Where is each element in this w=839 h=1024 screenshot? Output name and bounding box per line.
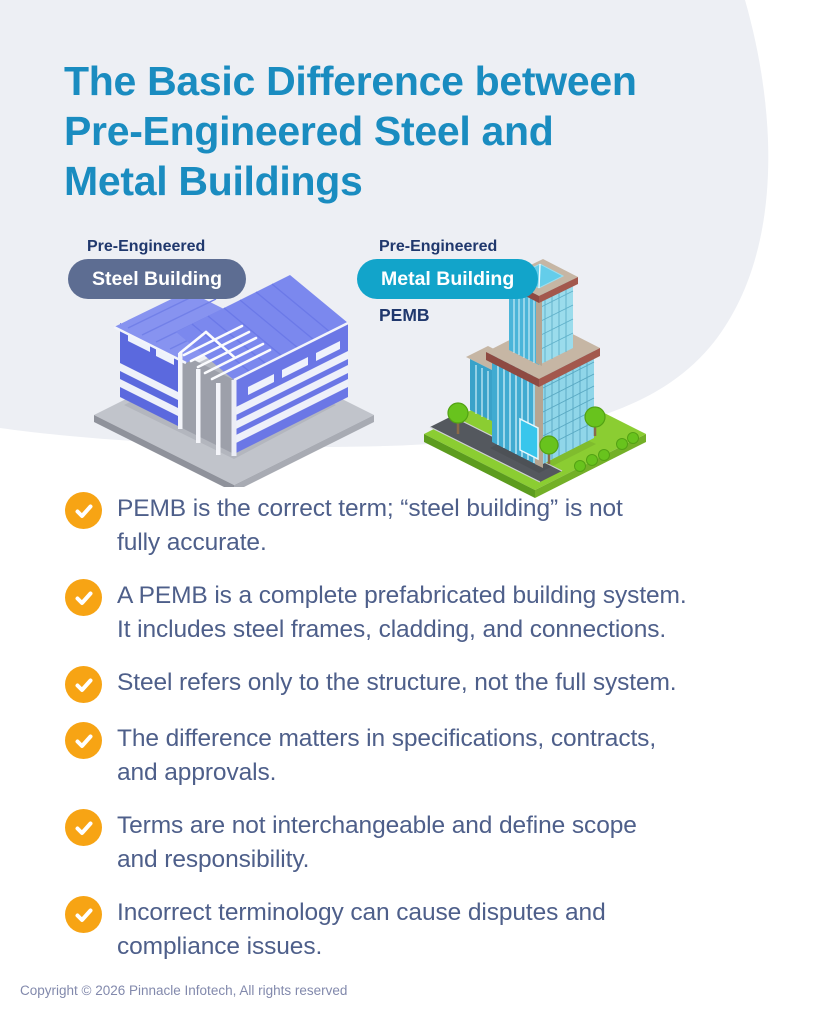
bullet-item: Steel refers only to the structure, not … — [65, 666, 789, 703]
metal-building-pill-label: Metal Building — [381, 267, 515, 290]
check-icon — [65, 579, 102, 616]
check-icon — [65, 722, 102, 759]
bullet-item: Incorrect terminology can cause disputes… — [65, 896, 789, 964]
bullet-item: Terms are not interchangeable and define… — [65, 809, 789, 877]
page-title: The Basic Difference between Pre-Enginee… — [64, 58, 637, 204]
check-icon — [65, 809, 102, 846]
bullet-text: Incorrect terminology can cause disputes… — [117, 899, 606, 960]
bullet-text: PEMB is the correct term; “steel buildin… — [117, 495, 623, 556]
bullet-text: Terms are not interchangeable and define… — [117, 812, 637, 873]
tree-icons — [447, 402, 639, 472]
bullet-item: The difference matters in specifications… — [65, 722, 789, 790]
metal-building-pill: Metal Building — [357, 259, 539, 299]
bullet-text: Steel refers only to the structure, not … — [117, 669, 677, 696]
check-icon — [65, 492, 102, 529]
steel-eyebrow-label: Pre-Engineered — [87, 238, 206, 255]
bullet-list: PEMB is the correct term; “steel buildin… — [65, 492, 789, 964]
bullet-item: A PEMB is a complete prefabricated build… — [65, 579, 789, 647]
bullet-text: The difference matters in specifications… — [117, 725, 657, 786]
steel-frame — [178, 324, 272, 381]
check-icon — [65, 666, 102, 703]
metal-eyebrow-label: Pre-Engineered — [379, 238, 498, 255]
bullet-text: A PEMB is a complete prefabricated build… — [117, 582, 687, 643]
steel-building-pill-label: Steel Building — [92, 267, 223, 290]
bullet-item: PEMB is the correct term; “steel buildin… — [65, 492, 789, 560]
pemb-caption: PEMB — [379, 305, 430, 325]
copyright-footer: Copyright © 2026 Pinnacle Infotech, All … — [20, 983, 348, 998]
check-icon — [65, 896, 102, 933]
steel-building-pill: Steel Building — [68, 259, 247, 299]
steel-building-illustration — [94, 275, 374, 487]
